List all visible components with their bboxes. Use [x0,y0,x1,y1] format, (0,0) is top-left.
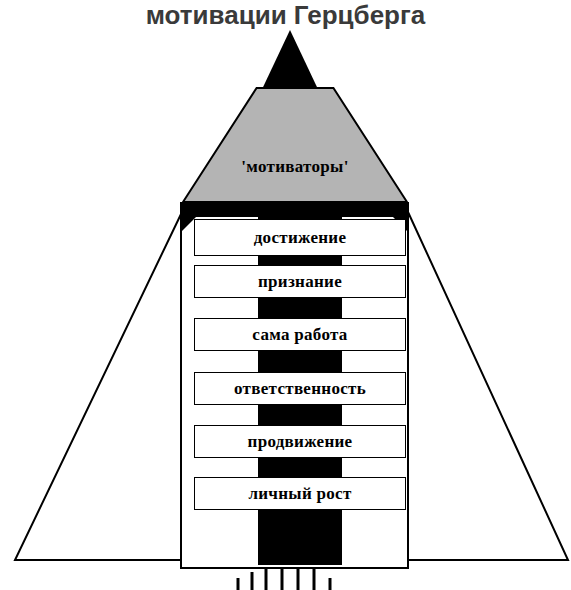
motivator-box: сама работа [194,318,406,351]
node-label: 'мотиваторы' [241,157,348,177]
motivator-box: личный рост [194,477,406,510]
node-label: признание [258,272,342,292]
node-label: личный рост [248,484,351,504]
motivator-box: признание [194,265,406,298]
node-label: ответственность [234,379,366,399]
rocket-body [181,203,408,568]
node-label: достижение [254,228,347,248]
diagram-title: мотивации Герцберга [0,0,571,30]
node-label: продвижение [248,432,353,452]
body-band [181,203,408,217]
motivator-box: продвижение [194,425,406,458]
motivator-header: 'мотиваторы' [182,87,408,203]
trapezoid-shape [183,88,407,202]
exhaust-lines [238,568,330,590]
motivator-box: ответственность [194,372,406,405]
right-wing [408,212,568,560]
motivator-box: достижение [194,219,406,256]
trapezoid-outline [182,87,408,203]
left-wing [15,212,182,560]
node-label: сама работа [252,325,347,345]
